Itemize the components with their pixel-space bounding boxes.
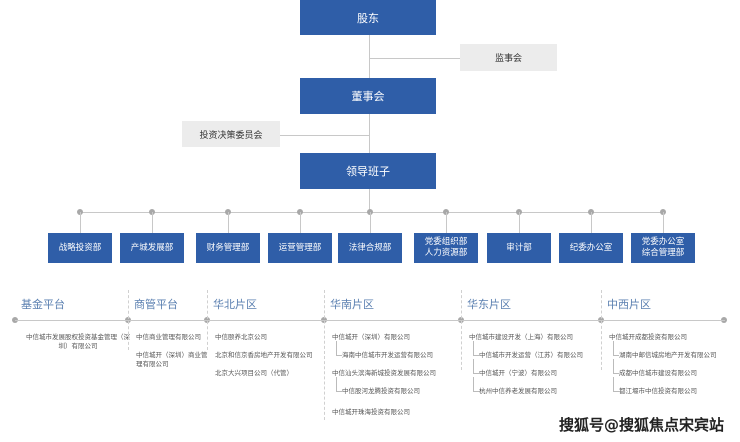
company-item: 中信股河龙腾投资有限公司 (342, 387, 420, 395)
department-box: 法律合规部 (338, 233, 402, 263)
region-separator (324, 290, 325, 420)
sub-company-connector (613, 377, 619, 392)
company-item: 中信汕头滨海新城投资发展有限公司 (332, 369, 436, 377)
department-connector (519, 212, 520, 233)
company-item: 杭州中信养老发展有限公司 (479, 387, 557, 395)
company-item: 中信颐养北京公司 (215, 333, 267, 341)
region-title: 中西片区 (607, 298, 651, 311)
node-shareholders: 股东 (300, 0, 436, 35)
sub-company-connector (336, 377, 342, 392)
region-title: 基金平台 (21, 298, 65, 311)
company-item: 中信城市开发运营（江苏）有限公司 (479, 351, 583, 359)
committee-connector (280, 135, 370, 136)
department-connector (300, 212, 301, 233)
department-connector (80, 212, 81, 233)
region-title: 商管平台 (134, 298, 178, 311)
department-box: 审计部 (487, 233, 551, 263)
company-item: 成都中信城市建设有限公司 (619, 369, 697, 377)
department-connector (228, 212, 229, 233)
department-connector (152, 212, 153, 233)
company-item: 海南中信城市开发运营有限公司 (342, 351, 433, 359)
company-item: 中信城开成都投资有限公司 (609, 333, 687, 341)
company-item: 中信城市发展股权投资基金管理（深圳）有限公司 (26, 333, 130, 350)
sub-company-connector (473, 359, 479, 374)
sub-company-connector (473, 341, 479, 356)
node-leadership: 领导班子 (300, 153, 436, 189)
department-connector (663, 212, 664, 233)
department-connector (446, 212, 447, 233)
department-box: 产城发展部 (120, 233, 184, 263)
sub-company-connector (613, 341, 619, 356)
company-item: 中信城开（深圳）商业管理有限公司 (136, 351, 208, 368)
supervisory-connector (370, 58, 460, 59)
region-title: 华南片区 (330, 298, 374, 311)
company-item: 都江堰市中信投资有限公司 (619, 387, 697, 395)
region-line (15, 320, 725, 321)
region-title: 华北片区 (213, 298, 257, 311)
company-item: 中信城开（宁波）有限公司 (479, 369, 557, 377)
company-item: 中信城开珠海投资有限公司 (332, 408, 410, 416)
trunk-line (369, 35, 370, 212)
company-item: 中信城市建设开发（上海）有限公司 (469, 333, 573, 341)
watermark: 搜狐号@搜狐焦点宋宾站 (558, 416, 724, 434)
department-box: 党委办公室 综合管理部 (631, 233, 695, 263)
department-box: 财务管理部 (196, 233, 260, 263)
region-separator (461, 290, 462, 370)
company-item: 湖南中邮信城房地产开发有限公司 (619, 351, 717, 359)
node-supervisory-board: 监事会 (460, 44, 557, 71)
department-connector (370, 212, 371, 233)
node-board: 董事会 (300, 78, 436, 114)
department-box: 战略投资部 (48, 233, 112, 263)
sub-company-connector (473, 377, 479, 392)
node-investment-committee: 投资决策委员会 (182, 121, 280, 147)
sub-company-connector (613, 359, 619, 374)
region-title: 华东片区 (467, 298, 511, 311)
department-connector (591, 212, 592, 233)
department-box: 运营管理部 (268, 233, 332, 263)
region-separator (601, 290, 602, 370)
company-item: 北京大兴项目公司（代管） (215, 369, 293, 377)
company-item: 中信城开（深圳）有限公司 (332, 333, 410, 341)
company-item: 北京和信京香房地产开发有限公司 (215, 351, 313, 359)
department-box: 纪委办公室 (559, 233, 623, 263)
department-box: 党委组织部 人力资源部 (414, 233, 478, 263)
company-item: 中信商业管理有限公司 (136, 333, 201, 341)
sub-company-connector (336, 341, 342, 356)
